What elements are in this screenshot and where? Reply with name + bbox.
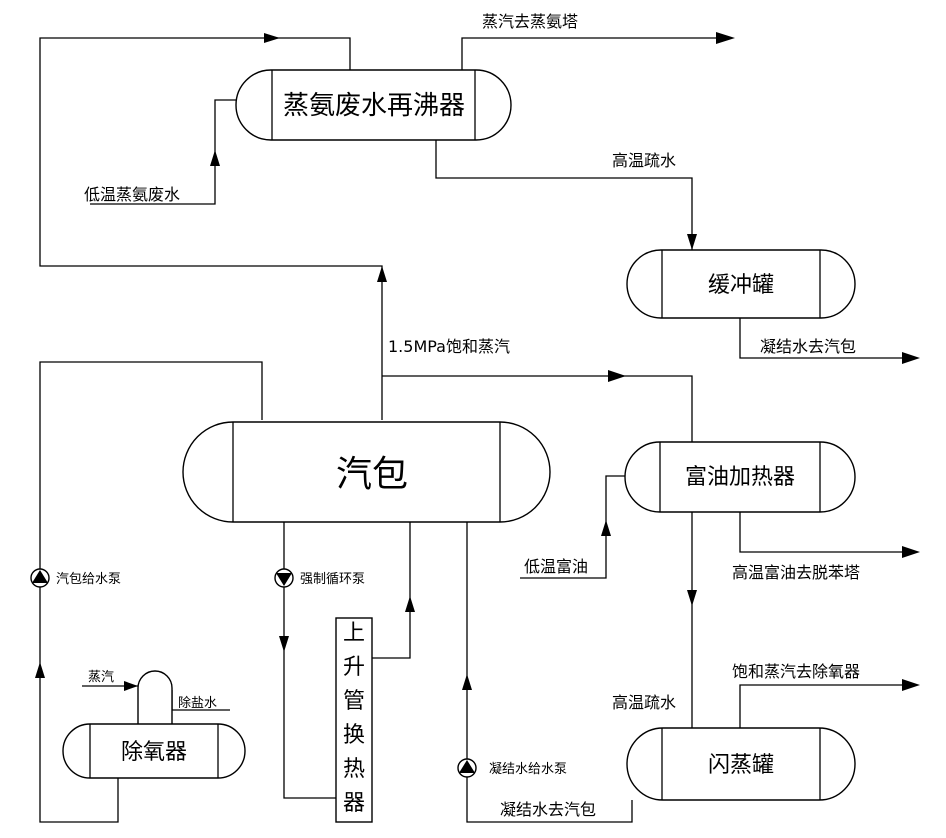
riser-hx-char-1: 上 xyxy=(343,621,365,646)
condensate-to-drum-2-label: 凝结水去汽包 xyxy=(500,800,596,819)
high-temp-drain-2-label: 高温疏水 xyxy=(612,693,676,712)
arrow-condensate-out xyxy=(902,352,920,364)
sat-steam-to-deaerator-label: 饱和蒸汽去除氧器 xyxy=(732,662,860,681)
pump-up-icon xyxy=(459,760,475,773)
low-temp-wastewater-label: 低温蒸氨废水 xyxy=(84,185,180,204)
piping xyxy=(39,37,905,823)
arrow-steam-to-tower xyxy=(716,32,735,44)
deaerator-label: 除氧器 xyxy=(121,740,187,765)
arrow-condensate-up xyxy=(462,674,472,690)
demin-water-label: 除盐水 xyxy=(178,696,217,711)
riser-hx-char-5: 热 xyxy=(343,757,365,782)
riser-hx-char-6: 器 xyxy=(343,791,365,816)
stream-labels: 蒸汽去蒸氨塔 低温蒸氨废水 高温疏水 凝结水去汽包 1.5MPa饱和蒸汽 低温富… xyxy=(84,12,860,819)
riser-hx-char-2: 升 xyxy=(343,655,365,680)
steam-drum-label: 汽包 xyxy=(336,454,408,495)
arrow-reboiler-return xyxy=(264,33,280,43)
arrow-rich-oil-out xyxy=(902,546,920,558)
rich-oil-heater-label: 富油加热器 xyxy=(685,465,795,490)
high-temp-drain-1-label: 高温疏水 xyxy=(612,151,676,170)
pump-down-icon xyxy=(276,573,292,586)
deaerator-vessel: 除氧器 xyxy=(62,670,246,779)
rich-oil-heater-vessel: 富油加热器 xyxy=(624,441,856,513)
riser-hx-vessel: 上 升 管 换 热 器 xyxy=(335,617,373,823)
arrow-feed-up xyxy=(35,662,45,678)
arrow-steam-to-heater xyxy=(608,370,626,382)
arrow-drain-to-buffer xyxy=(687,234,697,250)
pump-up-icon xyxy=(32,570,48,583)
buffer-tank-vessel: 缓冲罐 xyxy=(626,249,856,319)
arrow-drain-to-flash xyxy=(687,590,697,606)
drum-feed-pump: 汽包给水泵 xyxy=(30,568,121,588)
arrow-rich-oil-in xyxy=(601,520,611,536)
reboiler-label: 蒸氨废水再沸器 xyxy=(283,91,465,121)
arrow-riser-return xyxy=(405,596,415,612)
forced-circ-pump-label: 强制循环泵 xyxy=(300,572,365,587)
reboiler-vessel: 蒸氨废水再沸器 xyxy=(235,69,512,141)
arrow-sat-steam-out xyxy=(902,679,920,691)
arrow-steam-in xyxy=(124,681,138,691)
drum-feed-pump-label: 汽包给水泵 xyxy=(56,572,121,587)
condensate-feed-pump-label: 凝结水给水泵 xyxy=(489,761,567,777)
arrow-wastewater-in xyxy=(210,150,220,166)
buffer-tank-label: 缓冲罐 xyxy=(708,273,774,298)
condensate-to-drum-1-label: 凝结水去汽包 xyxy=(760,337,856,356)
saturated-steam-label: 1.5MPa饱和蒸汽 xyxy=(388,337,510,356)
riser-hx-char-4: 换 xyxy=(343,723,365,748)
high-temp-rich-oil-label: 高温富油去脱苯塔 xyxy=(732,563,860,582)
riser-hx-char-3: 管 xyxy=(343,689,365,714)
steam-drum-vessel: 汽包 xyxy=(182,421,551,523)
steam-to-tower-label: 蒸汽去蒸氨塔 xyxy=(482,12,578,31)
deaerator-dome xyxy=(137,670,173,727)
low-temp-rich-oil-label: 低温富油 xyxy=(524,557,588,576)
arrow-steam-up xyxy=(377,266,387,282)
arrow-forced-circ-down xyxy=(279,636,289,652)
forced-circulation-pump: 强制循环泵 xyxy=(274,568,365,588)
flash-tank-vessel: 闪蒸罐 xyxy=(626,727,856,801)
condensate-feed-pump: 凝结水给水泵 xyxy=(457,758,567,778)
flow-arrows xyxy=(35,32,920,691)
steam-in-label: 蒸汽 xyxy=(88,670,114,685)
flash-tank-label: 闪蒸罐 xyxy=(708,753,774,778)
